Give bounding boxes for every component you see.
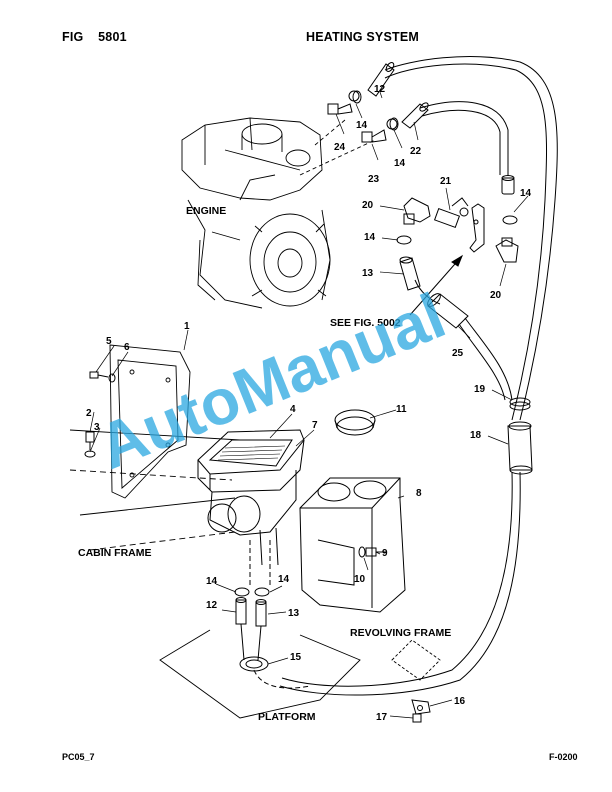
callout-21: 21 (440, 176, 452, 187)
hose-13-upper (399, 256, 421, 291)
callout-23: 23 (368, 174, 380, 185)
callout-9: 9 (382, 548, 388, 559)
callout-20-right: 20 (490, 290, 502, 301)
hose-22 (401, 102, 429, 129)
heater-unit-4 (197, 429, 305, 566)
heater-hose-routing (279, 56, 558, 696)
see-fig-arrowhead (451, 254, 464, 267)
bolt-5 (89, 371, 109, 379)
callout-12-top: 12 (374, 84, 386, 95)
revolving-frame-outline (391, 639, 441, 681)
hose-25-sleeve (427, 293, 469, 329)
clamp-14-eng-a (352, 90, 362, 104)
label-engine: ENGINE (186, 205, 226, 217)
callout-1: 1 (184, 321, 190, 332)
callout-6: 6 (124, 342, 130, 353)
callout-3: 3 (94, 422, 100, 433)
callout-14-left: 14 (364, 232, 376, 243)
platform-outline (159, 629, 361, 719)
valve-23 (361, 118, 398, 143)
area-labels: ENGINE CABIN FRAME REVOLVING FRAME PLATF… (78, 205, 451, 723)
label-see-fig: SEE FIG. 5002 (330, 317, 401, 329)
callout-20-left: 20 (362, 200, 374, 211)
cabin-frame-drawing (69, 344, 241, 551)
callout-14-lower-b: 14 (278, 574, 290, 585)
page-title: HEATING SYSTEM (306, 30, 419, 44)
grommet-15 (239, 656, 269, 672)
washer-2 (84, 450, 96, 458)
label-revolving-frame: REVOLVING FRAME (350, 627, 451, 639)
callout-13-bottom: 13 (288, 608, 300, 619)
callout-19: 19 (474, 384, 486, 395)
washer-10 (358, 546, 366, 558)
footer-right-code: F-0200 (549, 752, 578, 762)
callout-12-bottom: 12 (206, 600, 218, 611)
lower-hose-13 (255, 599, 267, 661)
clamp-14-top-a (396, 235, 412, 245)
watermark-text: AutoManual (88, 279, 454, 483)
figure-label: FIG 5801 (62, 30, 127, 44)
bolt-17 (412, 713, 422, 723)
elbow-20-left (403, 197, 431, 225)
callout-14-right: 14 (520, 188, 532, 199)
hose-12-upper (367, 62, 395, 97)
lower-hose-12 (235, 597, 247, 661)
hose-guide-lines (249, 540, 271, 588)
callout-5: 5 (106, 336, 112, 347)
vent-cap-11 (334, 409, 376, 436)
callout-8: 8 (416, 488, 422, 499)
callout-10: 10 (354, 574, 366, 585)
callout-22: 22 (410, 146, 422, 157)
callout-14-engine-a: 14 (356, 120, 368, 131)
label-cabin-frame: CABIN FRAME (78, 547, 152, 559)
label-platform: PLATFORM (258, 711, 316, 723)
callout-16: 16 (454, 696, 466, 707)
air-duct-8 (299, 477, 406, 613)
valve-21 (433, 197, 469, 229)
lower-hose-link (253, 669, 311, 689)
elbow-20-right (495, 237, 519, 263)
callout-7: 7 (312, 420, 318, 431)
callout-17: 17 (376, 712, 388, 723)
callout-numbers: 1 2 3 4 5 6 7 8 9 10 11 12 12 13 13 14 1… (86, 84, 532, 723)
bolt-3 (85, 431, 95, 450)
callout-2: 2 (86, 408, 92, 419)
leader-lines (89, 91, 529, 719)
hose-sleeve-18 (507, 421, 533, 475)
callout-15: 15 (290, 652, 302, 663)
callout-14-lower-a: 14 (206, 576, 218, 587)
callout-25: 25 (452, 348, 464, 359)
clamp-14-lower-b (254, 587, 270, 597)
callout-24: 24 (334, 142, 346, 153)
engine-drawing (181, 117, 376, 309)
hose-end-cap (501, 175, 515, 195)
clamp-14-top-b (502, 215, 518, 225)
callout-14-engine-b: 14 (394, 158, 406, 169)
footer-left-code: PC05_7 (62, 752, 95, 762)
callout-18: 18 (470, 430, 482, 441)
washer-6 (108, 373, 116, 383)
clamp-14-lower-a (234, 587, 250, 597)
callout-11: 11 (396, 404, 407, 415)
see-fig-arrow (409, 255, 463, 316)
figure-prefix: FIG (62, 30, 84, 44)
mounting-bracket (469, 203, 485, 253)
figure-number: 5801 (98, 30, 127, 44)
callout-13-top: 13 (362, 268, 374, 279)
valve-24 (327, 90, 360, 115)
callout-4: 4 (290, 404, 296, 415)
clamp-19 (509, 397, 531, 411)
clamp-16 (411, 699, 431, 715)
